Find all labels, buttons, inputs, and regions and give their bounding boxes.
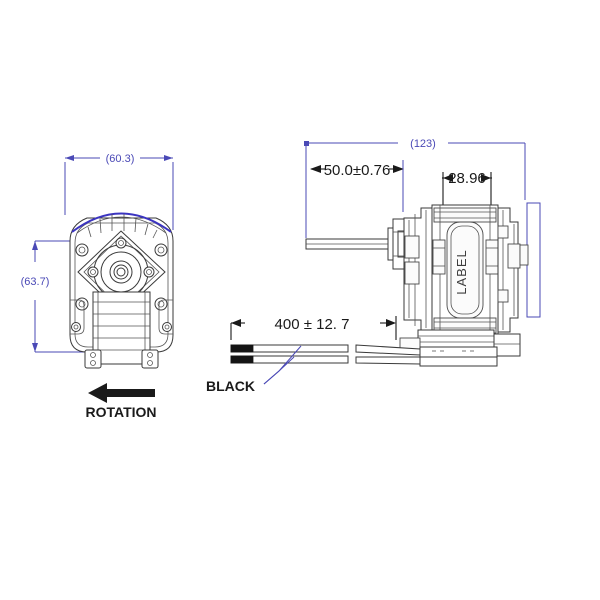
- arrow-left-icon: [88, 383, 155, 403]
- right-endbell: [497, 207, 521, 333]
- front-bracket-cage: [84, 291, 159, 369]
- black-wire-callout: BLACK: [206, 345, 302, 394]
- body-width-dimension-text: 28.96: [448, 170, 486, 187]
- rotation-note: ROTATION: [85, 383, 157, 420]
- side-view-group: (123) 50.0±0.76 28.96: [206, 138, 541, 394]
- black-wire-label: BLACK: [206, 378, 255, 394]
- lead-length-dimension-text: 400 ± 12. 7: [275, 316, 350, 333]
- front-width-dimension-text: (60.3): [106, 153, 135, 165]
- label-plate: LABEL: [446, 221, 484, 319]
- left-endbell: [403, 207, 433, 331]
- front-view-group: (60.3) (63.7): [21, 153, 174, 420]
- body-width-dimension: 28.96: [442, 170, 492, 215]
- front-width-dimension: (60.3): [64, 153, 174, 230]
- stator-body: LABEL: [431, 204, 499, 336]
- overall-length-dimension-text: (123): [410, 138, 436, 150]
- shaft-length-dimension: 50.0±0.76: [310, 160, 404, 212]
- lead-length-dimension: 400 ± 12. 7: [230, 316, 397, 340]
- rotation-label: ROTATION: [85, 404, 156, 420]
- front-height-dimension-text: (63.7): [21, 276, 50, 288]
- shaft-length-dimension-text: 50.0±0.76: [324, 162, 391, 179]
- drive-shaft: [305, 238, 393, 250]
- overall-length-dimension: (123): [304, 138, 526, 238]
- label-plate-text: LABEL: [454, 249, 469, 294]
- rear-mounting-plate: [519, 202, 541, 318]
